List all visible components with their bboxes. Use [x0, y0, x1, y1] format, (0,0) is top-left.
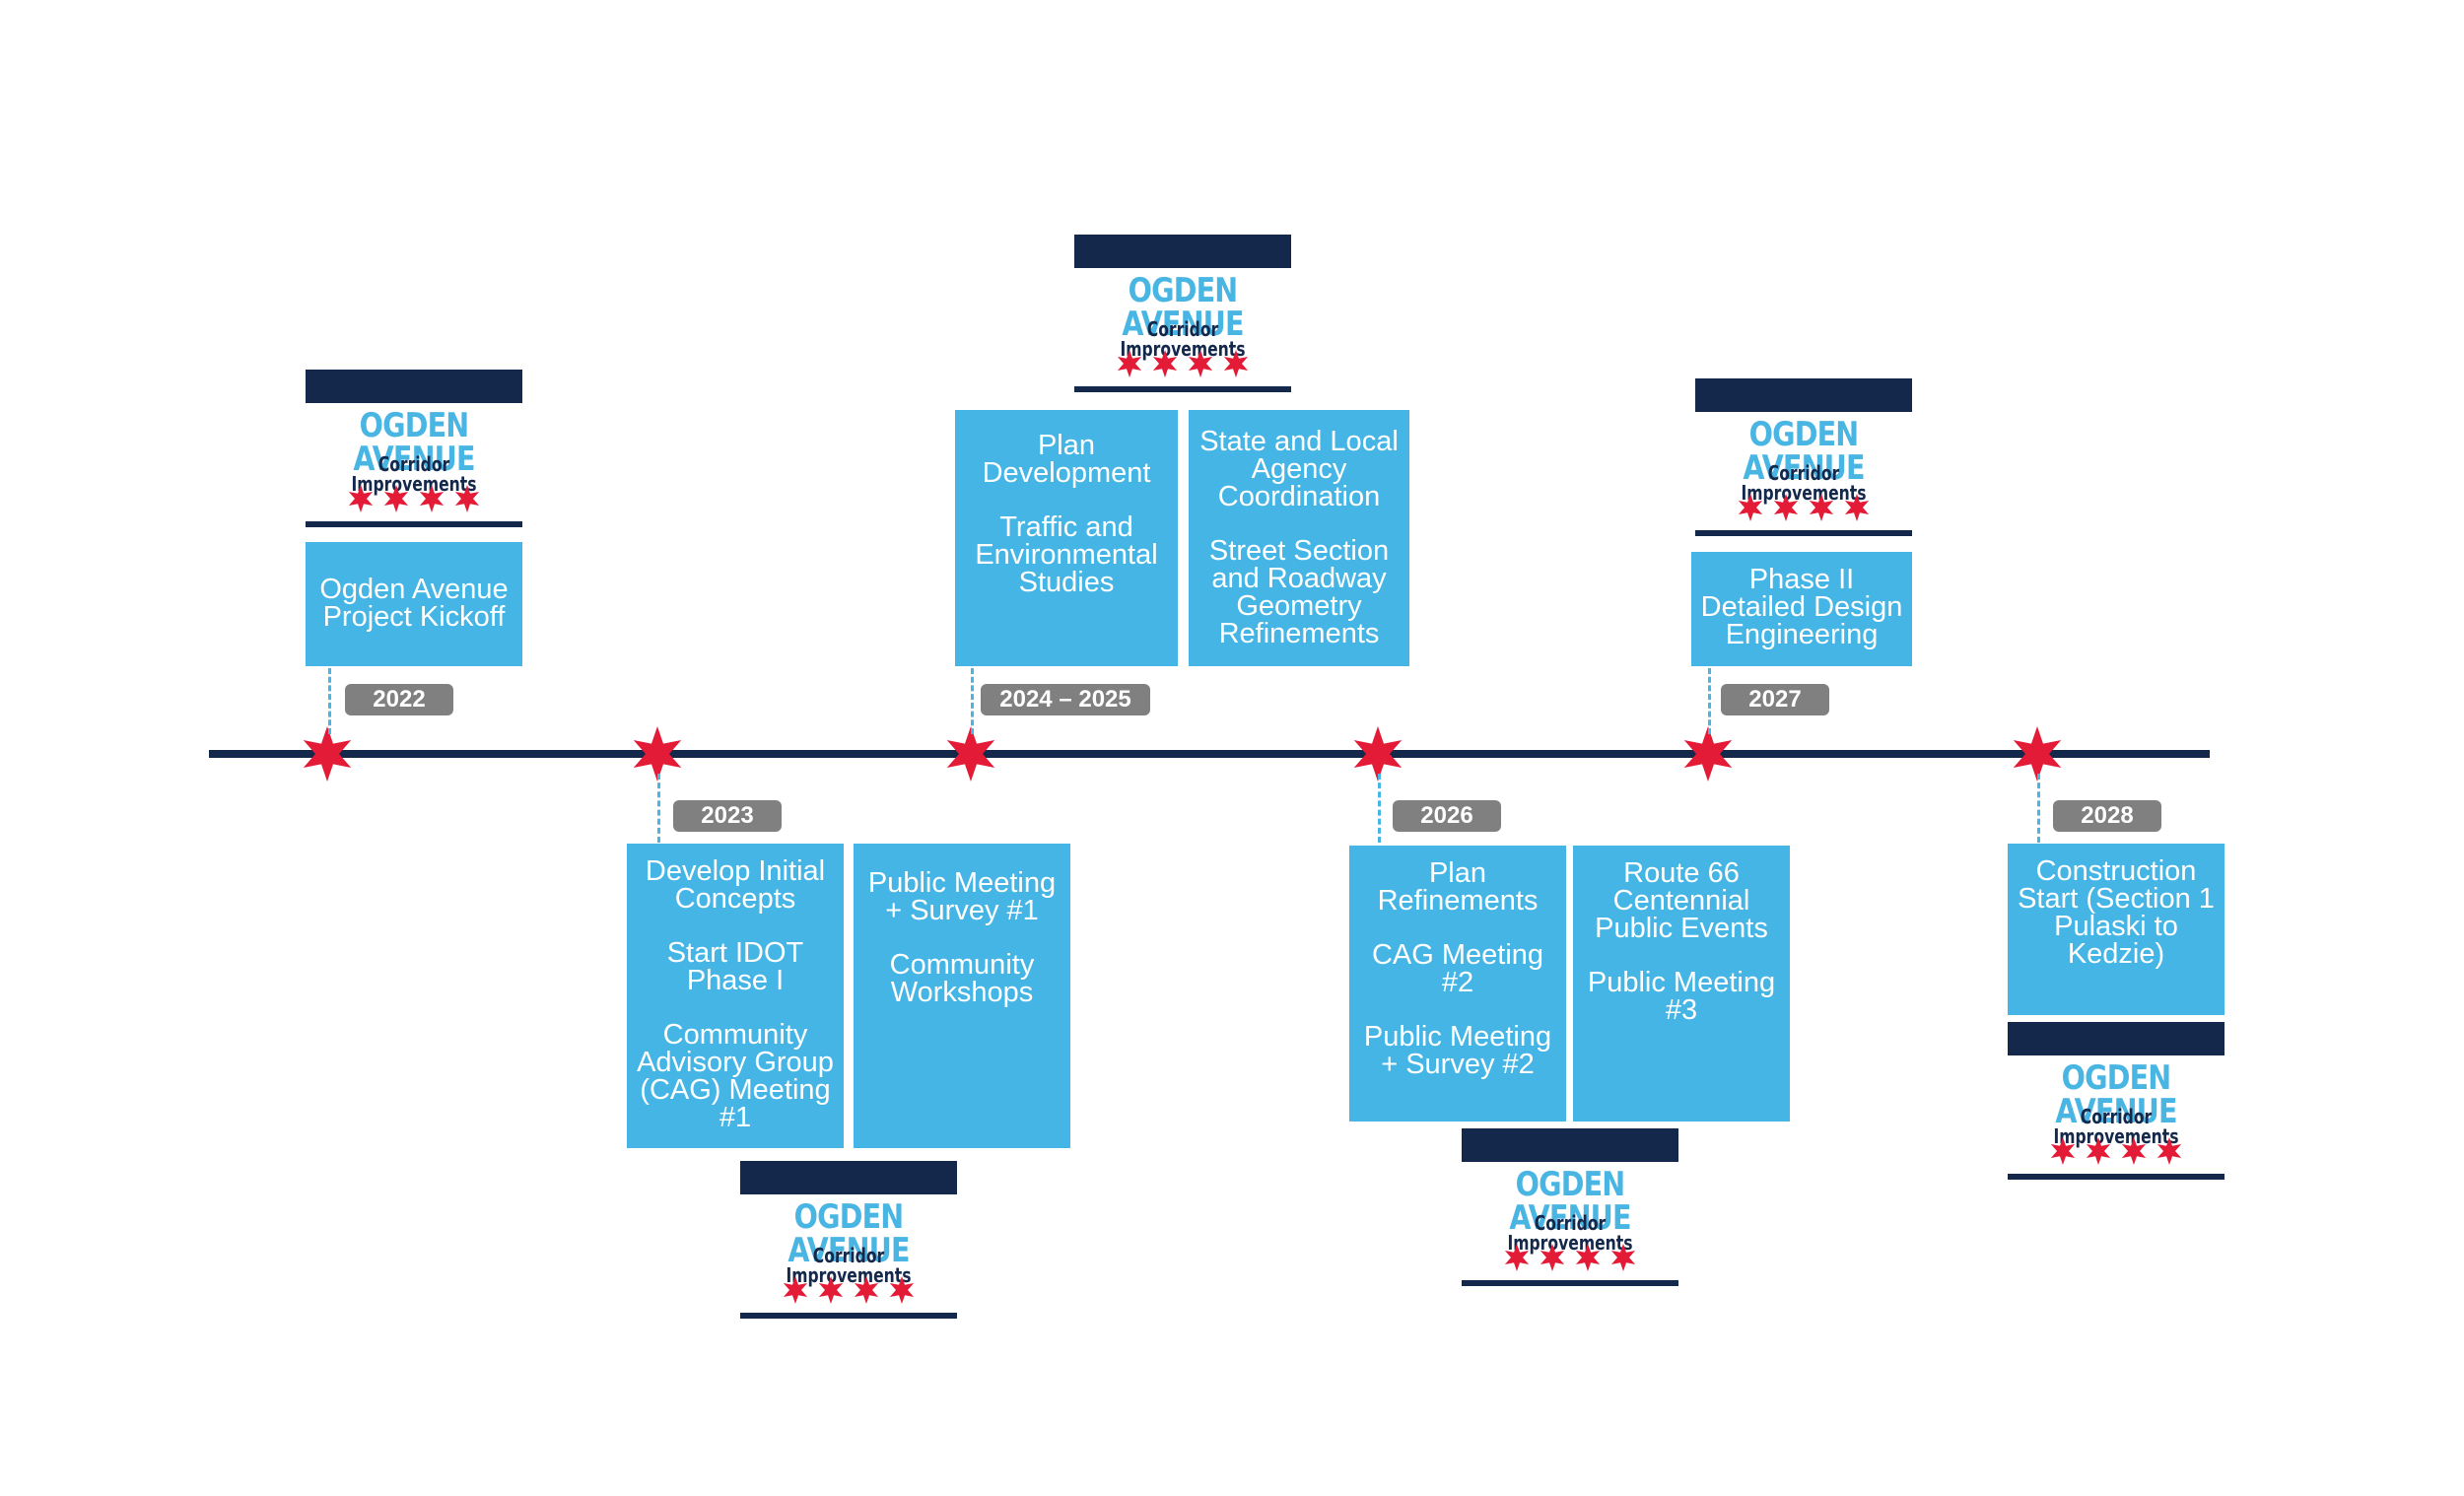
milestone-item: CAG Meeting #2 [1371, 939, 1544, 998]
logo-star-icon [1575, 1244, 1601, 1271]
milestone-item: Develop Initial Concepts [645, 855, 826, 915]
logo-star-icon [1540, 1244, 1565, 1271]
ogden-avenue-logo: OGDEN AVENUE Corridor Improvements [306, 370, 522, 527]
milestone-box-2024-a: Plan Development Traffic and Environment… [955, 410, 1178, 666]
timeline-axis [209, 750, 2210, 758]
logo-star-icon [454, 485, 480, 512]
logo-star-icon [783, 1276, 808, 1304]
logo-star-icon [1809, 494, 1834, 521]
milestone-box-2028: Construction Start (Section 1 Pulaski to… [2008, 844, 2224, 1015]
milestone-item: Route 66 Centennial Public Events [1595, 857, 1768, 944]
milestone-item: Start IDOT Phase I [666, 937, 804, 996]
milestone-star-icon [1348, 724, 1407, 783]
logo-star-icon [1152, 350, 1178, 377]
milestone-star-icon [941, 724, 1000, 783]
four-stars-icon [1504, 1244, 1636, 1271]
milestone-connector [657, 774, 660, 843]
year-badge-2023: 2023 [673, 800, 782, 832]
ogden-avenue-logo: OGDEN AVENUE Corridor Improvements [1074, 235, 1291, 392]
logo-title: OGDEN AVENUE [2055, 1058, 2177, 1131]
ogden-avenue-logo: OGDEN AVENUE Corridor Improvements [1695, 378, 1912, 536]
logo-subtitle: Corridor Improvements [2053, 1105, 2179, 1148]
logo-star-icon [419, 485, 445, 512]
logo-subtitle: Corridor Improvements [351, 452, 477, 496]
logo-star-icon [2156, 1137, 2182, 1165]
logo-star-icon [818, 1276, 844, 1304]
milestone-connector [971, 668, 974, 734]
logo-subtitle: Corridor Improvements [1741, 461, 1867, 505]
four-stars-icon [2050, 1137, 2182, 1165]
logo-star-icon [1223, 350, 1249, 377]
logo-star-icon [1188, 350, 1213, 377]
logo-title: OGDEN AVENUE [1743, 415, 1865, 488]
milestone-connector [328, 668, 331, 734]
milestone-box-2024-b: State and Local Agency Coordination Stre… [1189, 410, 1409, 666]
milestone-box-2026-a: Plan Refinements CAG Meeting #2 Public M… [1349, 846, 1566, 1122]
logo-star-icon [2050, 1137, 2076, 1165]
logo-star-icon [1844, 494, 1870, 521]
four-stars-icon [783, 1276, 915, 1304]
milestone-item: Construction Start (Section 1 Pulaski to… [2018, 855, 2215, 970]
milestone-item: Community Workshops [889, 949, 1035, 1008]
milestone-item: Phase II Detailed Design Engineering [1700, 564, 1903, 650]
milestone-item: Community Advisory Group (CAG) Meeting #… [637, 1019, 834, 1133]
milestone-item: Ogden Avenue Project Kickoff [319, 574, 509, 633]
logo-title: OGDEN AVENUE [1509, 1165, 1631, 1238]
year-badge-2026: 2026 [1393, 800, 1501, 832]
logo-star-icon [889, 1276, 915, 1304]
logo-star-icon [1610, 1244, 1636, 1271]
logo-star-icon [854, 1276, 879, 1304]
logo-star-icon [1738, 494, 1763, 521]
year-badge-2022: 2022 [345, 684, 453, 715]
logo-title: OGDEN AVENUE [353, 406, 475, 479]
four-stars-icon [348, 485, 480, 512]
logo-star-icon [2121, 1137, 2147, 1165]
milestone-star-icon [298, 724, 357, 783]
milestone-box-2027: Phase II Detailed Design Engineering [1691, 552, 1912, 666]
milestone-connector [2037, 774, 2040, 843]
milestone-connector [1378, 774, 1381, 843]
milestone-star-icon [628, 724, 687, 783]
milestone-item: Plan Development [982, 430, 1151, 489]
year-badge-2028: 2028 [2053, 800, 2161, 832]
logo-title: OGDEN AVENUE [1122, 271, 1244, 344]
milestone-item: Public Meeting #3 [1587, 967, 1776, 1026]
milestone-star-icon [1678, 724, 1738, 783]
logo-star-icon [1504, 1244, 1530, 1271]
milestone-box-2022: Ogden Avenue Project Kickoff [306, 542, 522, 666]
four-stars-icon [1117, 350, 1249, 377]
logo-star-icon [1117, 350, 1142, 377]
milestone-item: Public Meeting + Survey #1 [867, 867, 1057, 926]
logo-star-icon [2086, 1137, 2111, 1165]
logo-star-icon [1773, 494, 1799, 521]
milestone-item: State and Local Agency Coordination [1199, 426, 1399, 512]
year-badge-2027: 2027 [1721, 684, 1829, 715]
logo-title: OGDEN AVENUE [787, 1197, 910, 1270]
logo-star-icon [348, 485, 374, 512]
logo-subtitle: Corridor Improvements [1120, 317, 1246, 361]
logo-star-icon [383, 485, 409, 512]
four-stars-icon [1738, 494, 1870, 521]
milestone-item: Public Meeting + Survey #2 [1363, 1021, 1552, 1080]
logo-subtitle: Corridor Improvements [786, 1244, 912, 1287]
ogden-avenue-logo: OGDEN AVENUE Corridor Improvements [2008, 1022, 2224, 1180]
logo-subtitle: Corridor Improvements [1507, 1211, 1633, 1255]
milestone-star-icon [2008, 724, 2067, 783]
milestone-connector [1708, 668, 1711, 734]
milestone-item: Street Section and Roadway Geometry Refi… [1208, 535, 1390, 649]
milestone-box-2023-a: Develop Initial Concepts Start IDOT Phas… [627, 844, 844, 1148]
milestone-item: Traffic and Environmental Studies [975, 511, 1158, 598]
ogden-avenue-logo: OGDEN AVENUE Corridor Improvements [740, 1161, 957, 1319]
ogden-avenue-logo: OGDEN AVENUE Corridor Improvements [1462, 1128, 1678, 1286]
milestone-box-2026-b: Route 66 Centennial Public Events Public… [1573, 846, 1790, 1122]
year-badge-2024-2025: 2024 – 2025 [981, 684, 1150, 715]
milestone-box-2023-b: Public Meeting + Survey #1 Community Wor… [854, 844, 1070, 1148]
milestone-item: Plan Refinements [1377, 857, 1539, 917]
